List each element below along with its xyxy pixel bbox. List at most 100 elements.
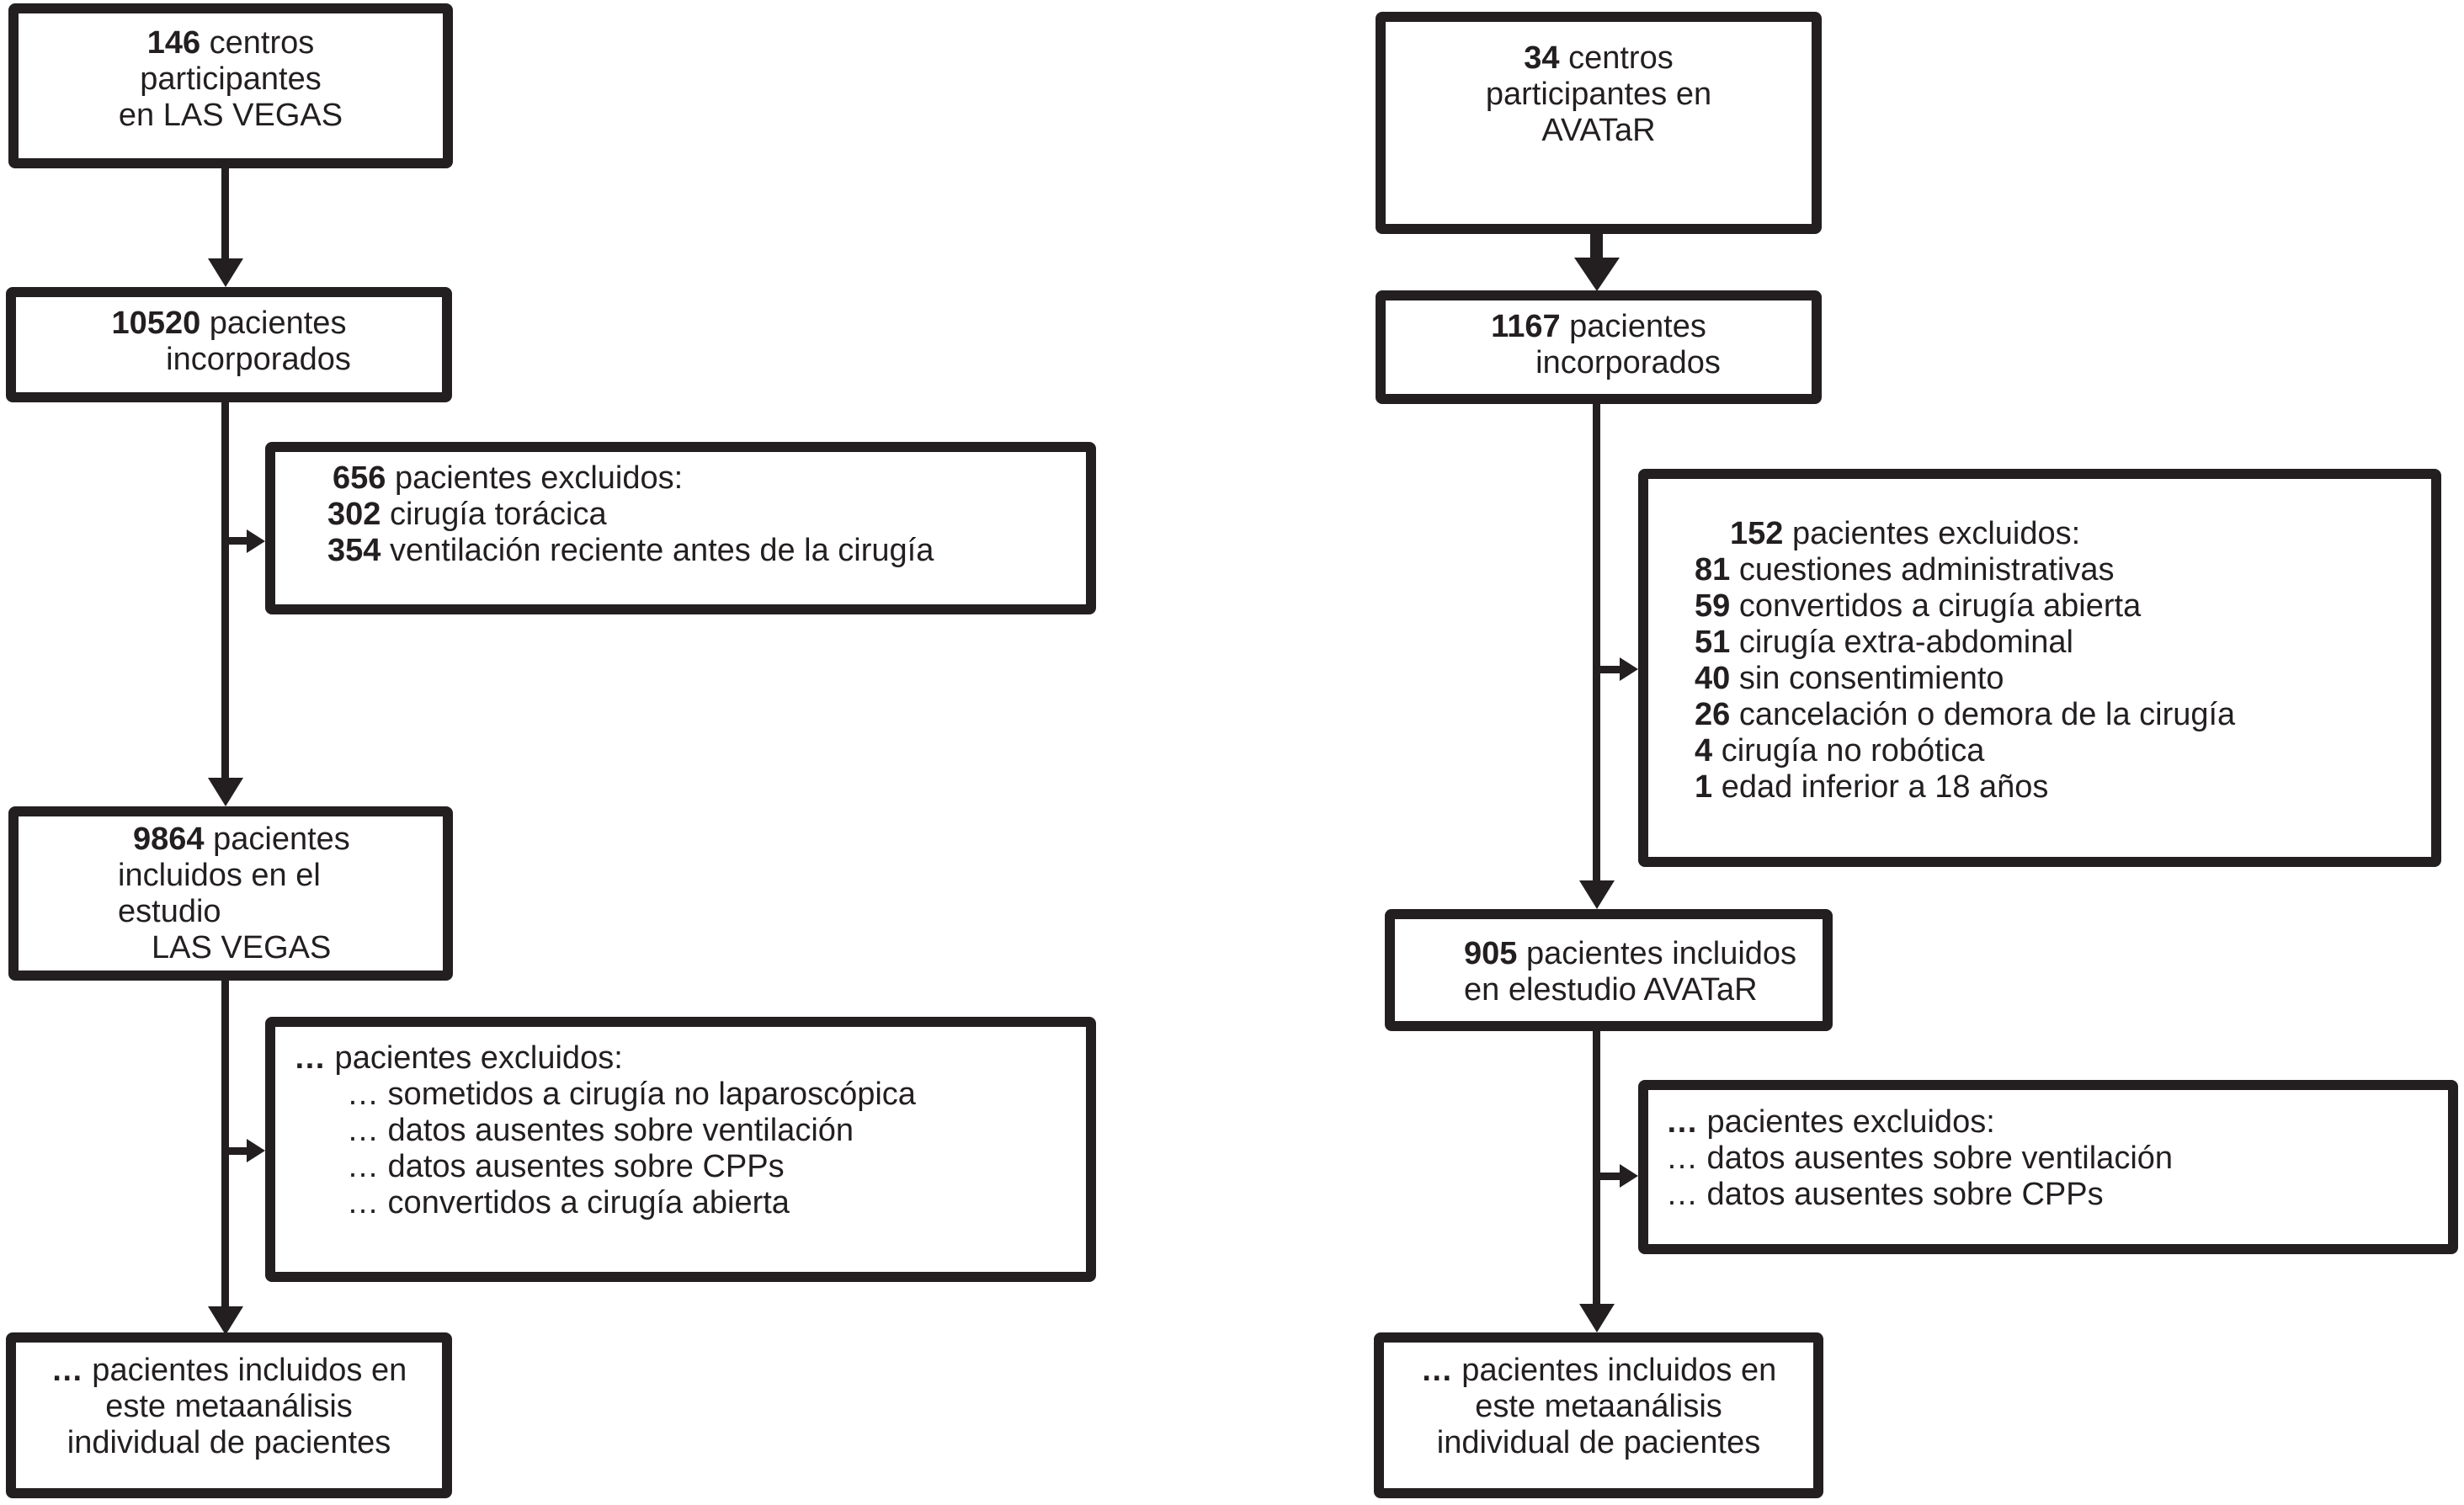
box-avatar-excluded-meta: … pacientes excluidos: … datos ausentes … — [1638, 1080, 2458, 1254]
arrow-shaft-thick — [1590, 234, 1603, 261]
line-text: AVATaR — [1541, 113, 1656, 148]
count-value: 9864 — [133, 822, 205, 857]
arrow-branch-shaft — [221, 1147, 250, 1155]
box-lasvegas-included-study: 9864 pacientes incluidos en el estudio L… — [8, 806, 453, 981]
text-line: … datos ausentes sobre ventilación — [1666, 1141, 2440, 1177]
text-line: estudio — [111, 894, 438, 930]
line-text: cirugía extra-abdominal — [1730, 625, 2073, 660]
box-avatar-included-meta: … pacientes incluidos en este metaanális… — [1374, 1332, 1823, 1498]
arrowhead-down-icon — [208, 258, 243, 287]
text-line: 26 cancelación o demora de la cirugía — [1695, 697, 2423, 733]
count-value: … — [294, 1040, 326, 1076]
line-text: en LAS VEGAS — [118, 98, 343, 133]
text-line: 4 cirugía no robótica — [1695, 733, 2423, 769]
box-lasvegas-excluded-meta: … pacientes excluidos: … sometidos a cir… — [265, 1017, 1096, 1282]
line-text: pacientes incluidos en — [1452, 1353, 1777, 1388]
text-line: … datos ausentes sobre ventilación — [294, 1113, 1078, 1149]
text-line: … sometidos a cirugía no laparoscópica — [294, 1077, 1078, 1113]
text-line: … datos ausentes sobre CPPs — [294, 1149, 1078, 1185]
text-line: 81 cuestiones administrativas — [1695, 552, 2423, 588]
arrow-shaft — [1593, 404, 1600, 884]
line-text: incorporados — [166, 342, 351, 377]
text-line: incorporados — [1386, 345, 1812, 381]
arrowhead-down-icon — [1579, 880, 1615, 909]
text-line: participantes — [19, 61, 443, 98]
arrowhead-down-icon — [208, 1306, 243, 1335]
text-line: … datos ausentes sobre CPPs — [1666, 1177, 2440, 1213]
box-lasvegas-included-meta: … pacientes incluidos en este metaanális… — [6, 1332, 452, 1498]
count-value: 1 — [1695, 769, 1713, 805]
line-text: centros — [1559, 40, 1674, 76]
text-line: este metaanálisis — [1384, 1389, 1813, 1425]
text-line: 59 convertidos a cirugía abierta — [1695, 588, 2423, 625]
text-line: individual de pacientes — [1384, 1425, 1813, 1461]
count-value: 59 — [1695, 588, 1731, 624]
box-lasvegas-enrolled: 10520 pacientes incorporados — [6, 287, 452, 402]
count-value: 10520 — [111, 306, 201, 341]
arrow-shaft — [1593, 1031, 1600, 1309]
arrow-shaft — [221, 981, 229, 1313]
text-line: participantes en — [1386, 77, 1812, 113]
arrowhead-right-icon — [1620, 1164, 1638, 1188]
text-line: 656 pacientes excluidos: — [327, 460, 1078, 497]
arrowhead-right-icon — [1620, 657, 1638, 681]
line-text: incorporados — [1535, 345, 1721, 380]
line-text: … convertidos a cirugía abierta — [347, 1185, 790, 1220]
text-line: … pacientes incluidos en — [1384, 1353, 1813, 1389]
arrow-shaft — [221, 402, 229, 781]
box-avatar-included-study: 905 pacientes incluidos en elestudio AVA… — [1385, 909, 1833, 1031]
line-text: en elestudio AVATaR — [1464, 972, 1758, 1008]
text-line: 354 ventilación reciente antes de la cir… — [327, 533, 1078, 569]
text-line: … pacientes excluidos: — [294, 1040, 1078, 1077]
count-value: 146 — [146, 25, 201, 61]
count-value: 40 — [1695, 661, 1731, 696]
arrowhead-down-icon — [1574, 258, 1620, 291]
line-text: … datos ausentes sobre CPPs — [347, 1149, 785, 1184]
count-value: 354 — [327, 533, 381, 568]
line-text: este metaanálisis — [105, 1389, 353, 1424]
line-text: pacientes excluidos: — [326, 1040, 623, 1076]
line-text: individual de pacientes — [1436, 1425, 1761, 1460]
line-text: ventilación reciente antes de la cirugía — [381, 533, 934, 568]
arrow-shaft — [221, 168, 229, 263]
count-value: 905 — [1464, 936, 1518, 971]
arrowhead-down-icon — [208, 778, 243, 806]
line-text: pacientes excluidos: — [386, 460, 684, 496]
text-line: AVATaR — [1386, 113, 1812, 149]
line-text: pacientes — [200, 306, 347, 341]
text-line: incorporados — [16, 342, 442, 378]
arrow-branch-shaft — [221, 537, 250, 545]
line-text: cirugía no robótica — [1712, 733, 1985, 768]
text-line: … pacientes excluidos: — [1666, 1104, 2440, 1141]
box-avatar-centers: 34 centros participantes en AVATaR — [1376, 12, 1822, 234]
count-value: 26 — [1695, 697, 1731, 732]
count-value: 152 — [1730, 516, 1784, 551]
text-line: este metaanálisis — [16, 1389, 442, 1425]
text-line: 1 edad inferior a 18 años — [1695, 769, 2423, 806]
line-text: … datos ausentes sobre CPPs — [1666, 1177, 2104, 1212]
count-value: … — [51, 1353, 83, 1388]
count-value: … — [1666, 1104, 1698, 1140]
text-line: 40 sin consentimiento — [1695, 661, 2423, 697]
text-line: individual de pacientes — [16, 1425, 442, 1461]
line-text: pacientes excluidos: — [1698, 1104, 1995, 1140]
line-text: pacientes excluidos: — [1783, 516, 2081, 551]
line-text: pacientes incluidos en — [82, 1353, 407, 1388]
text-line: … pacientes incluidos en — [16, 1353, 442, 1389]
text-line: 302 cirugía torácica — [327, 497, 1078, 533]
line-text: cancelación o demora de la cirugía — [1730, 697, 2236, 732]
count-value: … — [1420, 1353, 1453, 1388]
line-text: … datos ausentes sobre ventilación — [347, 1113, 854, 1148]
line-text: cirugía torácica — [381, 497, 607, 532]
text-line: 905 pacientes incluidos — [1464, 936, 1817, 972]
text-line: 34 centros — [1386, 40, 1812, 77]
line-text: pacientes — [1560, 309, 1706, 344]
line-text: pacientes — [204, 822, 350, 857]
text-line: 9864 pacientes — [111, 822, 438, 858]
text-line: incluidos en el — [111, 858, 438, 894]
line-text: incluidos en el — [118, 858, 321, 893]
count-value: 81 — [1695, 552, 1731, 588]
line-text: sin consentimiento — [1730, 661, 2004, 696]
line-text: centros — [200, 25, 315, 61]
